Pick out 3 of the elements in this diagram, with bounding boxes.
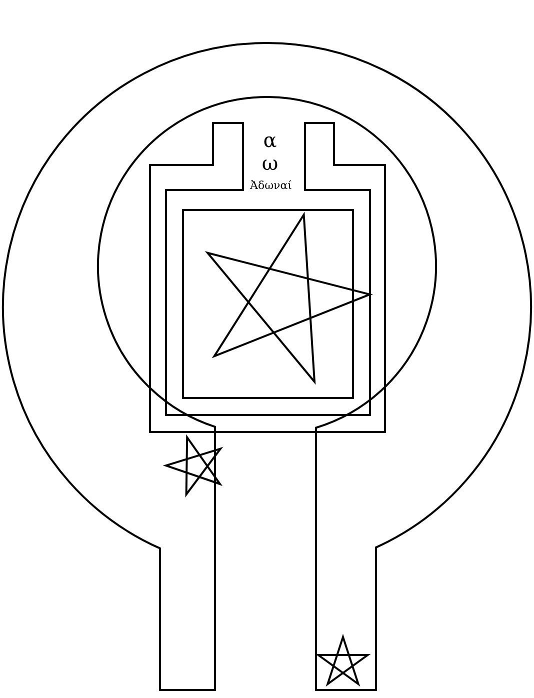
inscription: Ἀδωναί (250, 179, 292, 192)
greek-letter: ω (262, 151, 278, 175)
greek-letter: α (263, 128, 277, 152)
